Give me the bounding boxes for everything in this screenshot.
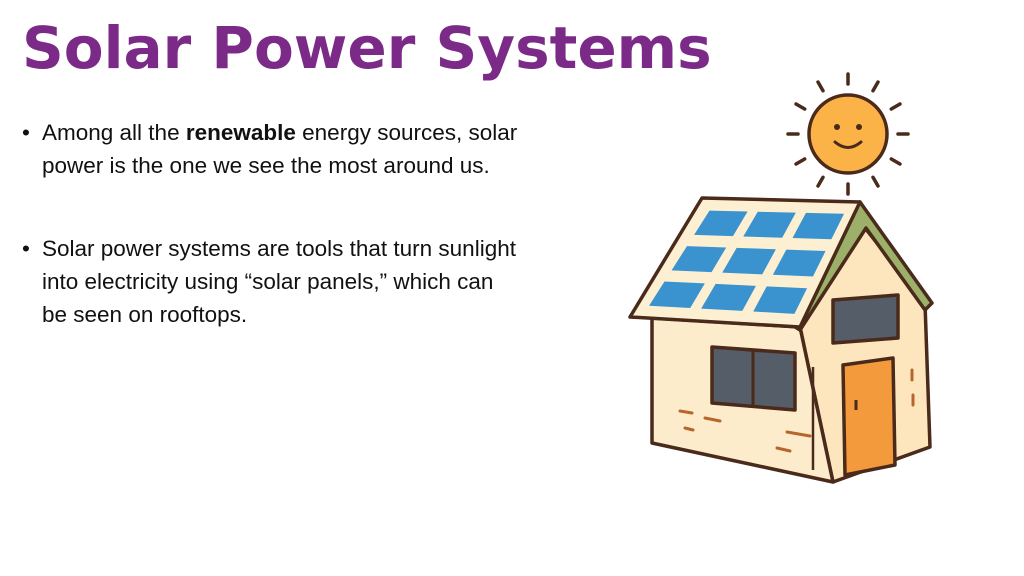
solar-panel [701,283,756,311]
sun-ray [889,157,902,166]
solar-panels [649,210,845,314]
door-icon [841,356,897,477]
slide-title: Solar Power Systems [22,14,712,82]
sun-ray [816,175,825,188]
solar-panel [694,210,748,237]
bullet-bold-text: renewable [185,120,296,145]
sun-ray [816,80,825,93]
solar-panel [649,281,705,309]
bullet-item: • Solar power systems are tools that tur… [22,232,522,331]
sun-ray [871,175,880,188]
side-window [831,293,900,345]
bullet-text: energy sources, solar power is the one w… [42,120,518,178]
bullet-dot: • [22,236,30,261]
bullet-item: • Among all the renewable energy sources… [22,116,522,182]
sun-icon [786,72,910,196]
solar-panel [671,246,727,273]
sun-ray [794,157,807,166]
solar-panel [792,212,845,240]
bullet-list: • Among all the renewable energy sources… [22,116,522,364]
sun-ray [794,102,807,111]
bullet-text: Among all the [42,120,186,145]
sun-ray [889,102,902,111]
bullet-text: Solar power systems are tools that turn … [42,236,516,327]
sun-ray [871,80,880,93]
bullet-dot: • [22,120,30,145]
solar-panel [743,211,796,238]
sun-face [807,93,889,175]
house-icon [628,196,934,484]
solar-panel [753,286,808,314]
solar-panel [722,247,776,275]
solar-panel [772,249,826,277]
